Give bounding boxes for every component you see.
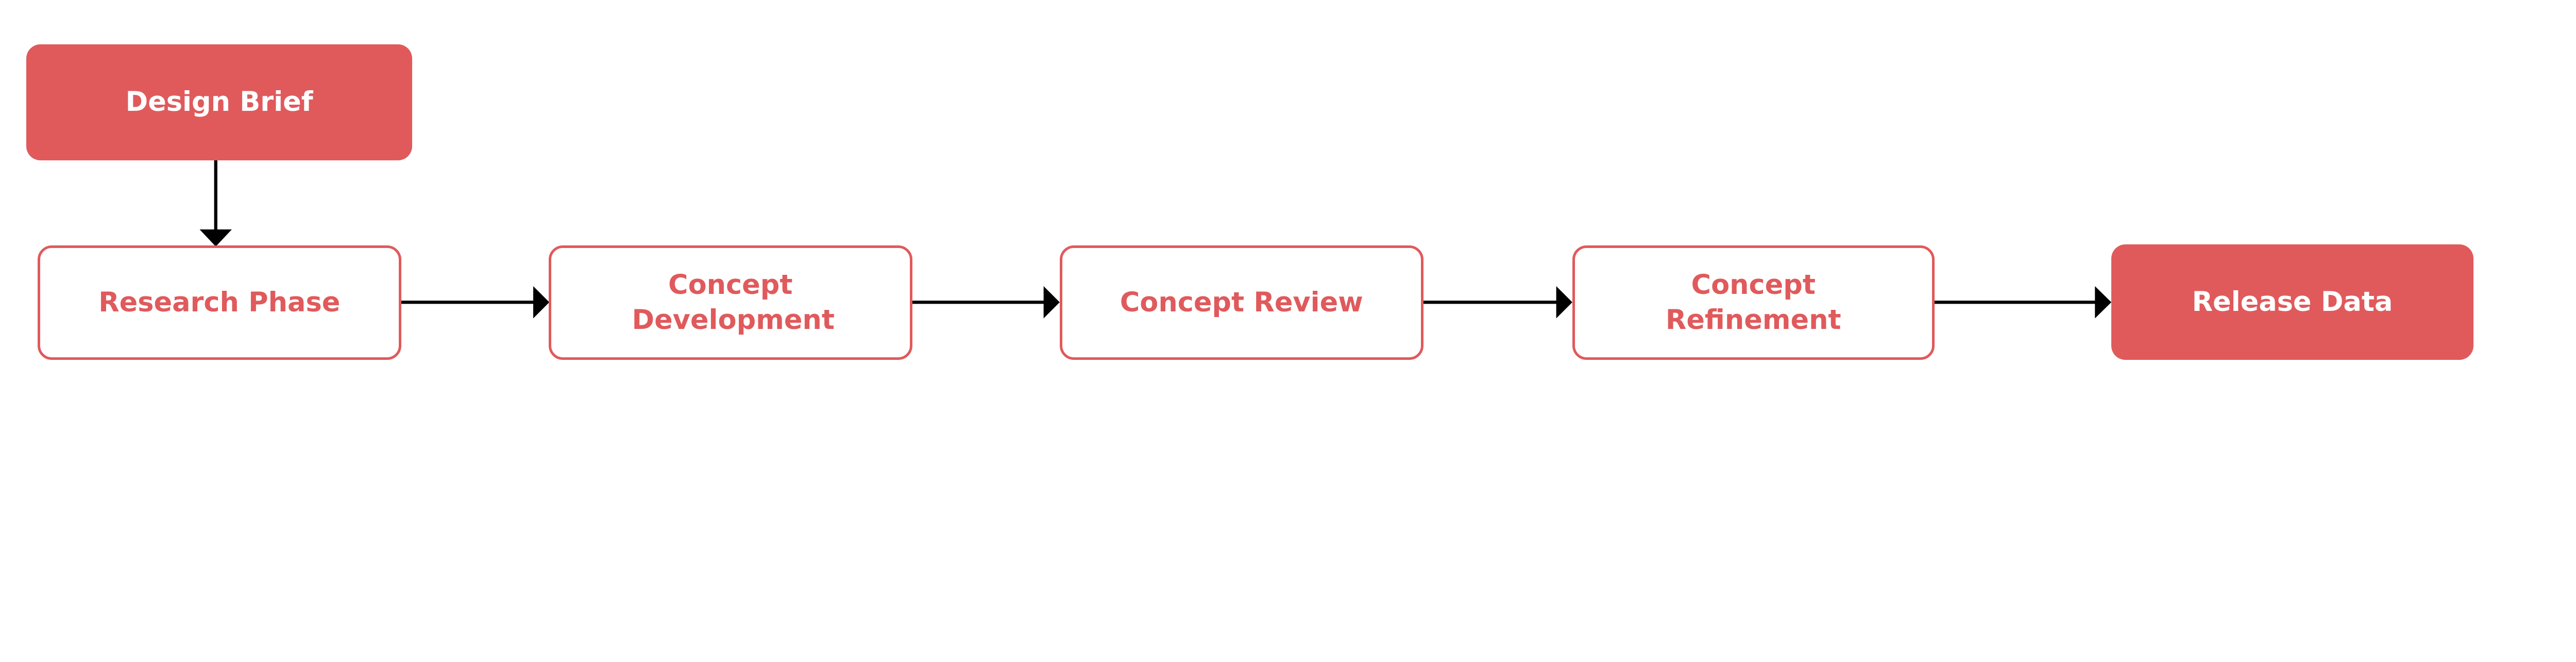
node-design-brief: Design Brief — [26, 44, 412, 160]
node-label: Concept Refinement — [1665, 269, 1841, 336]
arrowhead-icon — [533, 286, 550, 319]
diagram-canvas: Design Brief Research Phase Concept Deve… — [26, 44, 2473, 360]
node-concept-review: Concept Review — [1060, 245, 1423, 360]
arrowhead-icon — [1043, 286, 1060, 319]
node-label: Release Data — [2192, 286, 2393, 318]
connectors — [199, 160, 2112, 319]
node-label: Design Brief — [125, 86, 313, 118]
arrowhead-icon — [199, 229, 232, 247]
node-label: Research Phase — [98, 287, 341, 319]
arrowhead-icon — [1556, 286, 1572, 319]
node-release-data: Release Data — [2111, 244, 2473, 360]
node-label: Concept Review — [1120, 287, 1363, 319]
node-label: Concept Development — [632, 269, 835, 336]
node-concept-development: Concept Development — [549, 245, 912, 360]
node-research-phase: Research Phase — [38, 245, 401, 360]
arrowhead-icon — [2095, 286, 2112, 319]
node-concept-refinement: Concept Refinement — [1572, 245, 1935, 360]
